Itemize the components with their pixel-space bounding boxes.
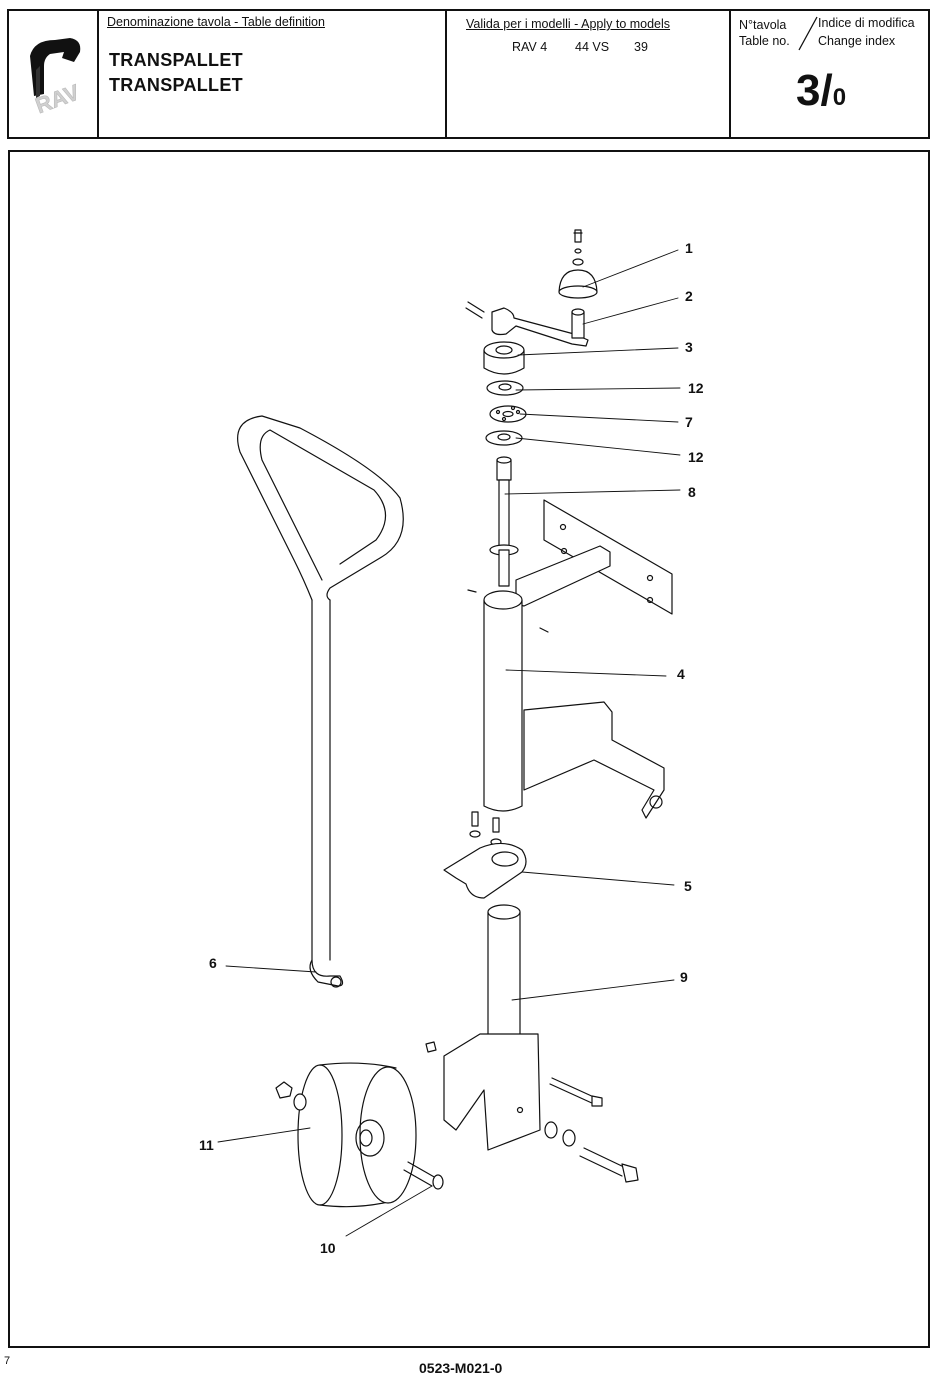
part-label: 7 [685,414,693,430]
part-wheel [276,1063,416,1207]
part-label: 2 [685,288,693,304]
drawing-code: 0523-M021-0 [419,1360,502,1376]
part-label: 12 [688,380,704,396]
part-plate [444,812,526,898]
part-label: 6 [209,955,217,971]
part-label: 4 [677,666,685,682]
page-number: 7 [4,1355,10,1367]
part-label: 11 [199,1137,214,1153]
part-label: 9 [680,969,688,985]
part-washers [486,381,526,445]
part-label: 10 [320,1240,336,1256]
part-shaft [490,457,518,586]
part-fork [426,905,540,1150]
part-handle [238,416,404,987]
part-lever [466,302,588,346]
part-label: 12 [688,449,704,465]
part-knob [559,230,597,298]
part-label: 1 [685,240,693,256]
part-label: 5 [684,878,692,894]
part-label: 8 [688,484,696,500]
part-label: 3 [685,339,693,355]
part-bushing [484,342,524,374]
